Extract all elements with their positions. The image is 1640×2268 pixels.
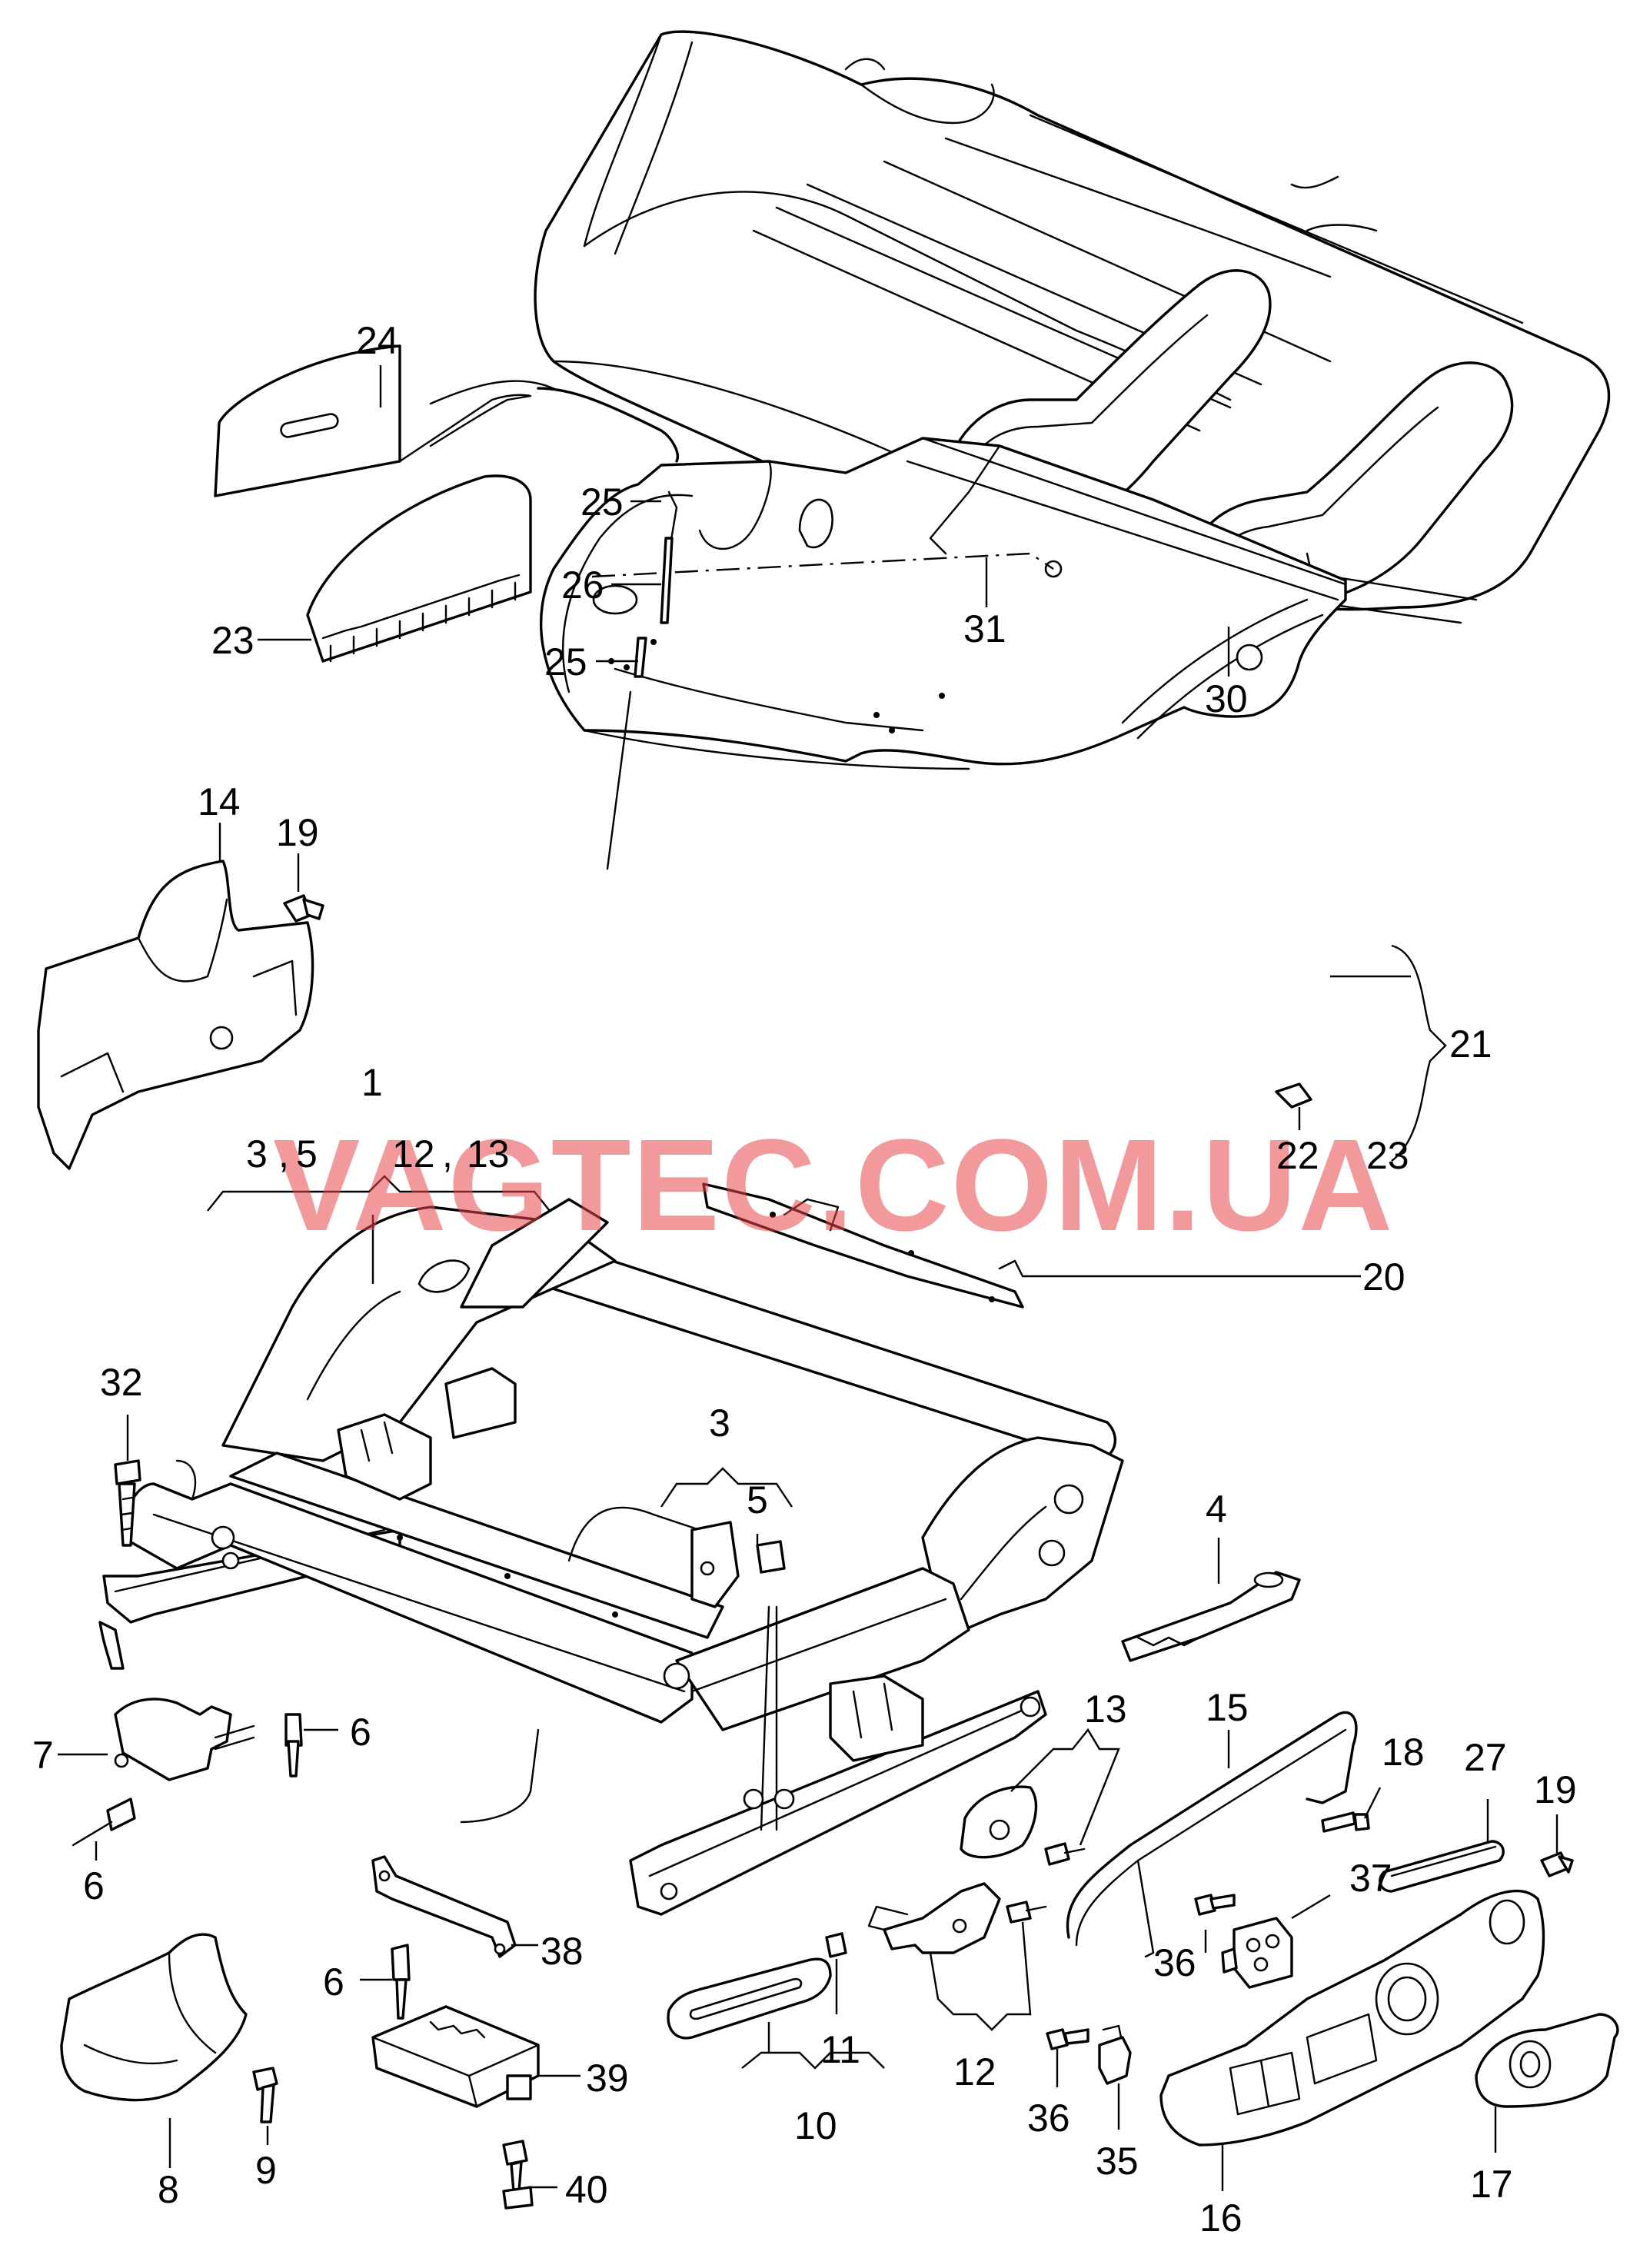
callout-23-right: 23: [1366, 1134, 1409, 1177]
callout-14: 14: [198, 780, 241, 823]
callout-6-b: 6: [83, 1864, 105, 1907]
callout-30: 30: [1205, 677, 1248, 720]
part-15-bowden-cable: [1066, 1711, 1358, 1958]
callout-39: 39: [586, 2057, 629, 2100]
part-17-end-cap: [1475, 2013, 1619, 2108]
part-25-26-cable: [429, 380, 679, 870]
callout-36-b: 36: [1027, 2097, 1070, 2140]
callout-38: 38: [541, 1930, 584, 1973]
callout-5-mid: 5: [747, 1478, 768, 1521]
callout-1: 1: [361, 1061, 383, 1104]
part-36-screw-b: [1046, 2028, 1089, 2050]
callout-13-top: 13: [467, 1132, 510, 1176]
callout-22: 22: [1276, 1134, 1319, 1177]
callout-8: 8: [158, 2168, 179, 2211]
callout-labels: 24 23 25 26 25 31 30 14 19 21 22 23 1 3 …: [32, 319, 1577, 2240]
part-27-cover-strip: [1379, 1840, 1505, 1893]
callout-25-top: 25: [580, 481, 624, 524]
callout-12-top: 12: [392, 1132, 435, 1176]
part-6-rivet-c: [391, 1944, 411, 2020]
callout-5-top: 5: [296, 1132, 318, 1176]
callout-15: 15: [1206, 1686, 1249, 1729]
part-14-side-cover: [37, 860, 314, 1170]
separator-comma-1: ,: [278, 1132, 289, 1176]
callout-32: 32: [100, 1361, 143, 1404]
callout-13-bottom: 13: [1084, 1688, 1127, 1731]
part-20-bracket: [702, 1182, 1024, 1309]
part-36-screw-a: [1194, 1894, 1236, 1916]
callout-23-top: 23: [211, 619, 254, 662]
callout-19-right: 19: [1534, 1768, 1577, 1811]
part-32-screw: [114, 1459, 141, 1547]
callout-36-a: 36: [1153, 1941, 1196, 1984]
part-37-switch: [1221, 1917, 1293, 1989]
callout-20: 20: [1362, 1255, 1405, 1299]
callout-16: 16: [1199, 2197, 1242, 2240]
callout-37: 37: [1349, 1857, 1392, 1900]
callout-40: 40: [565, 2168, 608, 2211]
part-18-screw: [1321, 1811, 1370, 1833]
part-3-bracket: [690, 1521, 740, 1608]
part-9-screw: [252, 2067, 278, 2123]
leader-lines: [58, 365, 1558, 2191]
part-24-side-trim: [214, 344, 532, 497]
seat-frame: [98, 1198, 1124, 1916]
callout-12-bottom: 12: [953, 2050, 996, 2093]
part-38-bracket: [371, 1855, 517, 1958]
callout-11: 11: [820, 2028, 860, 2071]
callout-21: 21: [1449, 1023, 1492, 1066]
part-23-padding-panel: [306, 474, 532, 663]
seat-cushion-upholstery: [534, 30, 1611, 624]
callout-27: 27: [1464, 1736, 1507, 1779]
callout-10: 10: [794, 2104, 837, 2147]
callout-7: 7: [32, 1734, 54, 1777]
callout-31: 31: [963, 607, 1006, 650]
part-39-control-unit: [371, 2005, 540, 2108]
callout-19-left: 19: [276, 811, 319, 854]
callout-9: 9: [255, 2149, 277, 2192]
part-19-screw-b: [1540, 1851, 1574, 1877]
callout-6-c: 6: [323, 1960, 344, 2004]
callout-3-top: 3: [246, 1132, 268, 1176]
callout-4: 4: [1206, 1488, 1227, 1531]
seat-pan: [539, 437, 1347, 770]
part-12-bracket: [867, 1882, 1047, 1954]
callout-3-mid: 3: [709, 1402, 730, 1445]
part-13-rotary-knob: [960, 1785, 1086, 1866]
callout-18: 18: [1382, 1731, 1425, 1774]
part-10-switch-trim: [667, 1957, 832, 2040]
part-4-trim-strip: [1121, 1571, 1301, 1662]
separator-comma-2: ,: [442, 1132, 453, 1176]
part-40-screw: [502, 2140, 534, 2210]
part-19-screw-a: [283, 894, 324, 923]
callout-25-bottom: 25: [544, 640, 587, 683]
part-8-cover: [60, 1933, 248, 2102]
part-11-clip: [825, 1932, 847, 1958]
watermark: VAGTEC.COM.UA: [273, 1112, 1394, 1259]
callout-17: 17: [1470, 2163, 1513, 2206]
callout-35: 35: [1096, 2140, 1139, 2183]
part-35-clip: [1098, 2024, 1132, 2085]
part-6-rivet-b: [72, 1797, 136, 1847]
part-5-nut: [756, 1540, 786, 1574]
callout-6-a: 6: [350, 1711, 371, 1754]
callout-24: 24: [356, 319, 399, 362]
part-16-side-panel: [1159, 1889, 1545, 2147]
part-7-bracket: [114, 1698, 255, 1781]
callout-26: 26: [561, 564, 604, 607]
part-6-rivet-a: [284, 1713, 303, 1777]
